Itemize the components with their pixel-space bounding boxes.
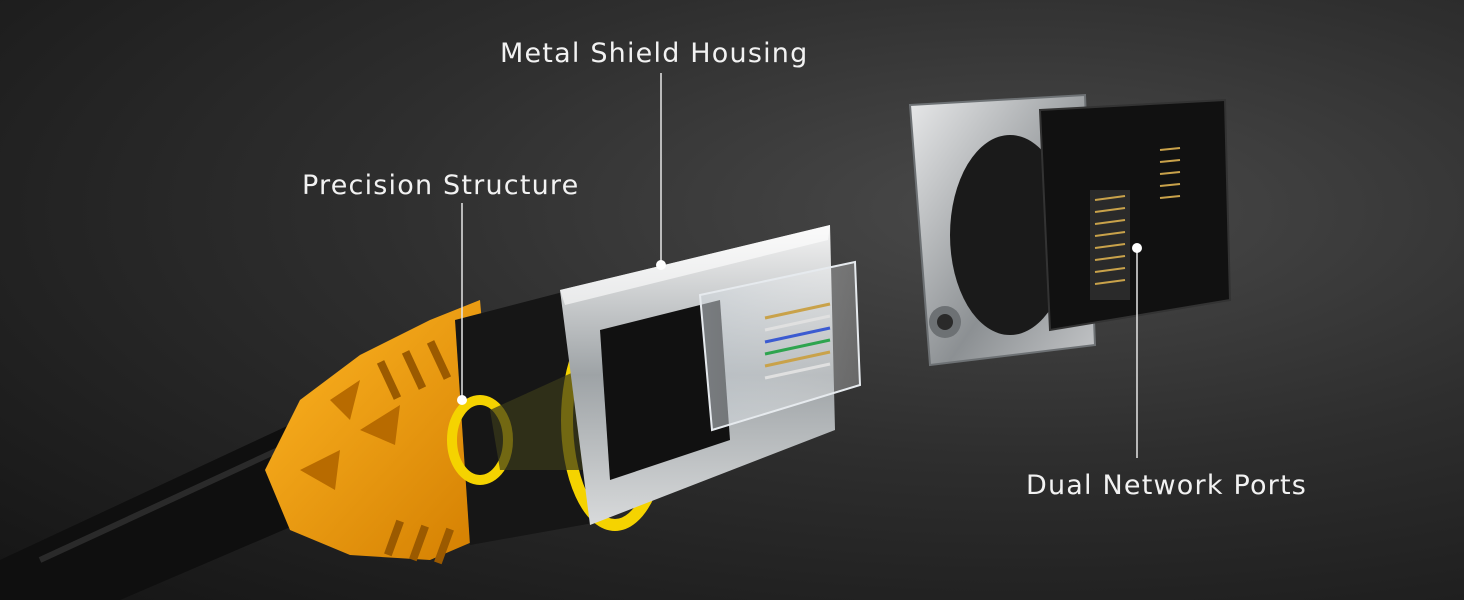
metal-shield-housing-label: Metal Shield Housing: [500, 38, 809, 69]
dual-network-ports-label: Dual Network Ports: [1026, 470, 1308, 501]
orange-strain-relief-boot: [265, 300, 500, 565]
precision-structure-label: Precision Structure: [302, 170, 580, 201]
panel-mount-jack: [908, 93, 1232, 367]
callout-lines: [457, 73, 1142, 458]
rj45-plug: [698, 260, 862, 432]
